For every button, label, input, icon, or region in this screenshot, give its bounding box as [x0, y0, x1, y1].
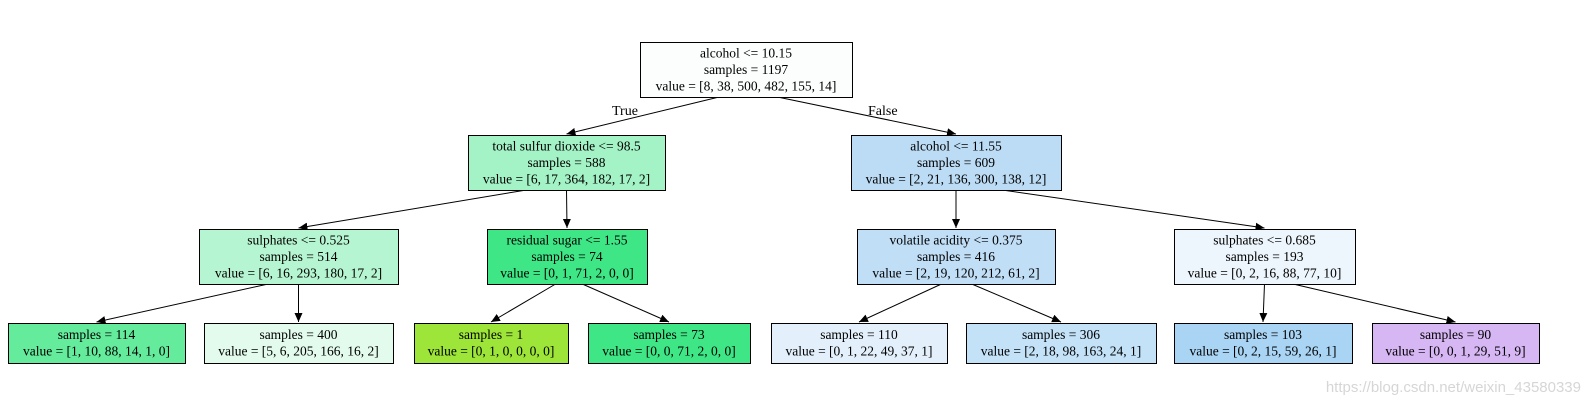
tree-node-n13: samples = 103 value = [0, 2, 15, 59, 26, … [1174, 323, 1353, 364]
node-line: value = [0, 1, 0, 0, 0, 0] [428, 344, 555, 359]
edge-n1-n3 [298, 189, 527, 231]
edge-label-true: True [612, 104, 638, 119]
edge-n0-n1 [566, 96, 720, 136]
node-line: samples = 416 [917, 249, 995, 264]
tree-node-n7: samples = 114 value = [1, 10, 88, 14, 1, … [8, 323, 186, 364]
node-box [640, 42, 853, 98]
node-line: value = [1, 10, 88, 14, 1, 0] [23, 344, 170, 359]
edge-n5-n12 [971, 283, 1062, 323]
tree-node-n1: total sulfur dioxide <= 98.5 samples = 58… [468, 135, 666, 191]
tree-node-n4: residual sugar <= 1.55 samples = 74value … [487, 229, 648, 285]
node-box [204, 323, 394, 364]
node-line: samples = 609 [917, 155, 995, 170]
tree-node-n11: samples = 110 value = [0, 1, 22, 49, 37, … [771, 323, 948, 364]
node-line: samples = 114 [58, 327, 136, 342]
node-line: value = [6, 17, 364, 182, 17, 2] [483, 171, 650, 186]
edge-n3-n7 [96, 283, 269, 324]
node-line: value = [0, 2, 15, 59, 26, 1] [1189, 344, 1336, 359]
node-line: total sulfur dioxide <= 98.5 [492, 138, 641, 153]
edge-n1-n4 [562, 189, 571, 229]
node-line: samples = 514 [259, 249, 337, 264]
tree-node-n5: volatile acidity <= 0.375 samples = 416va… [857, 229, 1056, 285]
edge-label-false: False [868, 104, 898, 119]
node-line: samples = 193 [1225, 249, 1303, 264]
node-line: samples = 103 [1224, 327, 1302, 342]
node-line: value = [2, 19, 120, 212, 61, 2] [872, 265, 1039, 280]
node-line: samples = 306 [1022, 327, 1100, 342]
edge-n6-n14 [1293, 283, 1456, 324]
node-line: value = [0, 1, 71, 2, 0, 0] [500, 265, 634, 280]
node-box [966, 323, 1157, 364]
tree-node-n8: samples = 400 value = [5, 6, 205, 166, 16… [204, 323, 394, 364]
node-line: value = [6, 16, 293, 180, 17, 2] [215, 265, 382, 280]
node-box [1174, 229, 1356, 285]
node-line: samples = 90 [1420, 327, 1492, 342]
node-box [468, 135, 666, 191]
node-line: samples = 588 [527, 155, 605, 170]
node-line: value = [0, 1, 22, 49, 37, 1] [785, 344, 932, 359]
node-line: alcohol <= 11.55 [910, 138, 1002, 153]
node-box [414, 323, 569, 364]
tree-node-n9: samples = 1 value = [0, 1, 0, 0, 0, 0] [414, 323, 569, 364]
edge-n5-n11 [858, 283, 942, 323]
node-box [8, 323, 186, 364]
node-box [857, 229, 1056, 285]
tree-node-n14: samples = 90 value = [0, 0, 1, 29, 51, 9] [1372, 323, 1540, 364]
node-line: value = [2, 18, 98, 163, 24, 1] [981, 344, 1142, 359]
node-box [199, 229, 399, 285]
node-box [487, 229, 648, 285]
node-line: samples = 73 [633, 327, 705, 342]
node-box [1372, 323, 1540, 364]
node-line: samples = 110 [820, 327, 898, 342]
edge-n0-n2 [777, 96, 957, 137]
node-line: samples = 1197 [704, 62, 789, 77]
edge-n2-n6 [1002, 189, 1265, 231]
node-line: value = [0, 0, 71, 2, 0, 0] [602, 344, 736, 359]
node-line: value = [8, 38, 500, 482, 155, 14] [656, 78, 837, 93]
node-line: value = [0, 0, 1, 29, 51, 9] [1385, 344, 1525, 359]
edge-n6-n13 [1259, 283, 1268, 323]
node-box [851, 135, 1062, 191]
node-line: samples = 74 [531, 249, 603, 264]
tree-node-n12: samples = 306 value = [2, 18, 98, 163, 24… [966, 323, 1157, 364]
watermark-text: https://blog.csdn.net/weixin_43580339 [1325, 379, 1581, 396]
node-line: value = [5, 6, 205, 166, 16, 2] [218, 344, 379, 359]
node-line: alcohol <= 10.15 [700, 45, 792, 60]
node-box [588, 323, 751, 364]
node-line: samples = 1 [459, 327, 524, 342]
tree-node-n10: samples = 73 value = [0, 0, 71, 2, 0, 0] [588, 323, 751, 364]
node-line: sulphates <= 0.685 [1213, 232, 1316, 247]
node-box [771, 323, 948, 364]
edge-n4-n10 [582, 283, 670, 323]
edge-n4-n9 [490, 283, 556, 323]
node-line: value = [2, 21, 136, 300, 138, 12] [866, 171, 1047, 186]
node-line: samples = 400 [259, 327, 337, 342]
node-line: residual sugar <= 1.55 [507, 232, 628, 247]
node-line: volatile acidity <= 0.375 [890, 232, 1023, 247]
node-line: sulphates <= 0.525 [247, 232, 350, 247]
node-box [1174, 323, 1353, 364]
node-line: value = [0, 2, 16, 88, 77, 10] [1188, 265, 1342, 280]
